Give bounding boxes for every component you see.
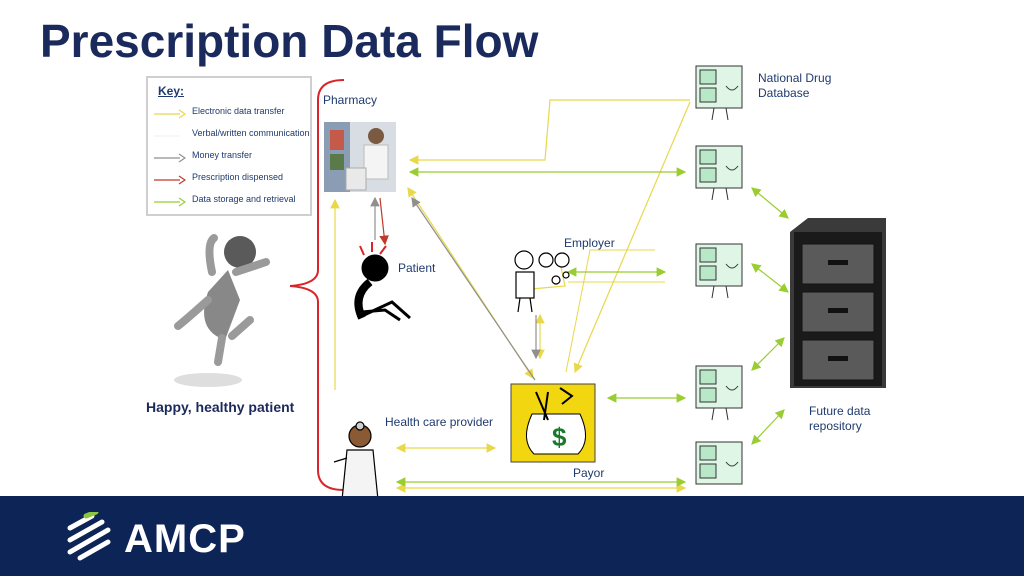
happy-patient-figure xyxy=(174,234,270,387)
red-arrow-icon xyxy=(154,175,186,185)
computer-icon xyxy=(695,145,743,201)
legend-item-money: Money transfer xyxy=(152,150,312,166)
legend-label: Money transfer xyxy=(192,150,253,160)
legend-box: Key: Electronic data transfer Verbal/wri… xyxy=(146,76,312,216)
amcp-logo-text: AMCP xyxy=(124,517,246,561)
arrow-employer-to-pharmacy xyxy=(519,261,566,291)
national-drug-database-label: National Drug Database xyxy=(758,71,832,100)
computer-icon xyxy=(695,243,743,299)
amcp-logo-icon xyxy=(67,512,111,561)
computer-icon xyxy=(695,365,743,421)
footer-bar xyxy=(0,496,1024,576)
filing-cabinet-icon xyxy=(790,218,886,388)
white-arrow-icon xyxy=(154,135,180,137)
health-care-provider-label: Health care provider xyxy=(385,415,494,429)
gray-arrow-icon xyxy=(154,153,186,163)
green-arrow-icon xyxy=(154,197,186,207)
page-title: Prescription Data Flow xyxy=(40,15,539,67)
payor-label: Payor xyxy=(573,466,605,480)
legend-label: Data storage and retrieval xyxy=(192,194,296,204)
legend-label: Electronic data transfer xyxy=(192,106,285,116)
future-data-repository-label: Future data repository xyxy=(809,404,871,433)
arrow-ndd-to-pharmacy xyxy=(408,99,690,165)
computer-icon xyxy=(695,65,743,121)
arrow-db5-repo xyxy=(751,409,785,445)
pharmacy-photo xyxy=(324,122,396,192)
arrow-dispensed xyxy=(379,197,389,246)
legend-item-storage: Data storage and retrieval xyxy=(152,194,312,210)
yellow-arrow-icon xyxy=(154,109,186,119)
patient-figure xyxy=(354,242,411,322)
employer-figure xyxy=(514,250,570,313)
legend-label: Verbal/written communication xyxy=(192,128,310,138)
legend-item-verbal: Verbal/written communication xyxy=(152,128,312,144)
hcp-figure xyxy=(333,421,379,496)
patient-bracket xyxy=(289,79,345,491)
pharmacy-label: Pharmacy xyxy=(323,93,378,107)
legend-item-electronic: Electronic data transfer xyxy=(152,106,312,122)
happy-patient-label: Happy, healthy patient xyxy=(146,399,295,415)
arrow-db3-repo xyxy=(751,263,789,293)
flow-diagram: $ xyxy=(174,65,886,496)
computer-icon xyxy=(695,441,743,485)
arrow-payor-upper xyxy=(565,249,655,373)
arrow-money-payor-pharmacy xyxy=(411,197,536,381)
arrow-db2-repo xyxy=(751,187,789,219)
arrow-db4-repo xyxy=(751,337,785,371)
legend-label: Prescription dispensed xyxy=(192,172,284,182)
employer-label: Employer xyxy=(564,236,615,250)
patient-label: Patient xyxy=(398,261,436,275)
svg-text:$: $ xyxy=(552,422,567,452)
arrow-ndd-to-payor xyxy=(573,101,691,374)
legend-title: Key: xyxy=(158,84,185,98)
payor-box: $ xyxy=(510,383,596,463)
legend-item-dispensed: Prescription dispensed xyxy=(152,172,312,188)
